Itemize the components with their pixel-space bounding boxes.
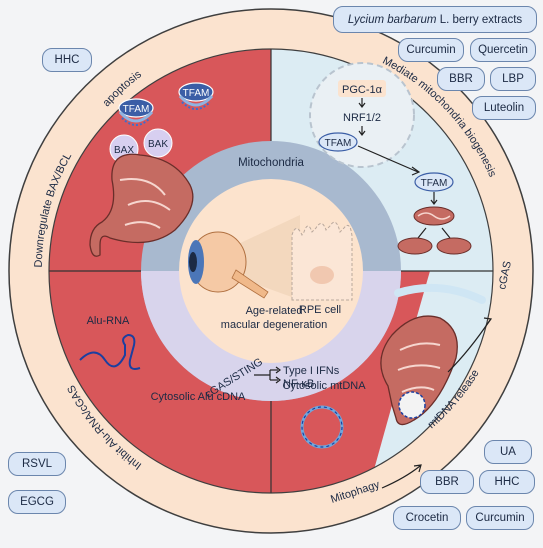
alu-rna-label: Alu-RNA: [87, 315, 130, 327]
pill-bbr-top[interactable]: BBR: [437, 67, 485, 91]
cgas-arrow: [447, 317, 493, 373]
mitochondrion-bottom-right: [380, 315, 458, 426]
pill-quercetin-label: Quercetin: [478, 44, 528, 56]
tfam-box-cytosol: [414, 172, 454, 192]
nrf-label: NRF1/2: [343, 112, 381, 124]
tfam-label-cytosol: TFAM: [421, 178, 448, 189]
pill-bbr-top-label: BBR: [449, 73, 473, 85]
pill-hhc-bottom[interactable]: HHC: [479, 470, 535, 494]
mtdna-circle-icon: [300, 405, 344, 449]
rpe-cell-label: RPE cell: [299, 304, 341, 316]
pill-lbp-label: LBP: [502, 73, 524, 85]
mitochondrion-top-left: [89, 153, 194, 257]
mitochondria-label: Mitochondria: [238, 157, 304, 169]
mitophagy-arrow: [381, 464, 422, 489]
pill-bbr-bottom-label: BBR: [435, 476, 459, 488]
pill-rsvl[interactable]: RSVL: [8, 452, 66, 476]
cytosolic-mtdna-label: Cytosolic mtDNA: [282, 380, 366, 392]
pill-luteolin-label: Luteolin: [483, 102, 525, 114]
pill-curcumin-top-label: Curcumin: [406, 44, 456, 56]
bak-label: BAK: [148, 139, 168, 150]
pill-ua[interactable]: UA: [484, 440, 532, 464]
pill-rsvl-label: RSVL: [21, 458, 53, 470]
pill-ua-label: UA: [500, 446, 516, 458]
tfam-complex-top-right-of-quadrant: [178, 82, 214, 110]
pill-hhc-top-label: HHC: [54, 54, 80, 66]
pgc-label: PGC-1α: [342, 84, 383, 96]
pill-curcumin-bottom[interactable]: Curcumin: [466, 506, 534, 530]
pill-hhc-top[interactable]: HHC: [42, 48, 92, 72]
arrow-pgc-nrf: [358, 98, 366, 108]
pill-curcumin-top[interactable]: Curcumin: [398, 38, 464, 62]
nfkb-label: NF-κB: [283, 378, 314, 390]
ring-label-cgas: cGAS: [496, 260, 514, 291]
rpe-cell-icon: [291, 221, 353, 301]
tfam-box-nucleus: [318, 132, 358, 152]
amd-line2: macular degeneration: [221, 319, 327, 331]
pill-hhc-bottom-label: HHC: [494, 476, 520, 488]
arrow-tfam-mito: [430, 192, 438, 205]
amd-line1: Age-related: [246, 305, 303, 317]
alu-rna-strand: [79, 333, 141, 370]
signal-arrows: [254, 366, 281, 384]
lycium-rest: L. berry extracts: [436, 13, 523, 26]
mitochondrion-dividing: [397, 206, 472, 255]
pill-lbp[interactable]: LBP: [490, 67, 536, 91]
tfam-label-1: TFAM: [123, 104, 150, 115]
arrow-nrf-tfam: [358, 126, 366, 136]
lycium-italic: Lycium barbarum: [347, 13, 437, 26]
pgc-box: [338, 80, 386, 97]
arrow-tfam-out: [357, 145, 421, 176]
type1-ifns-label: Type I IFNs: [283, 365, 340, 377]
tfam-label-2: TFAM: [183, 88, 210, 99]
pill-egcg-label: EGCG: [20, 496, 54, 508]
nrf-box: [340, 108, 384, 125]
pill-egcg[interactable]: EGCG: [8, 490, 66, 514]
pill-crocetin-label: Crocetin: [405, 512, 449, 524]
light-cone: [198, 215, 300, 300]
pill-quercetin[interactable]: Quercetin: [470, 38, 536, 62]
eye-icon: [188, 231, 269, 299]
pill-curcumin-bottom-label: Curcumin: [475, 512, 525, 524]
pill-crocetin[interactable]: Crocetin: [393, 506, 461, 530]
tfam-label-nucleus: TFAM: [325, 138, 352, 149]
bak-bubble: [143, 128, 173, 158]
bax-label: BAX: [114, 145, 134, 156]
cytosolic-alu-label: Cytosolic Alu cDNA: [151, 391, 246, 403]
pill-lycium[interactable]: Lycium barbarum L. berry extracts: [333, 6, 537, 33]
pill-luteolin[interactable]: Luteolin: [472, 96, 536, 120]
membrane-arc: [394, 283, 486, 304]
tfam-complex-top-left: [118, 98, 154, 126]
pill-bbr-bottom[interactable]: BBR: [420, 470, 474, 494]
